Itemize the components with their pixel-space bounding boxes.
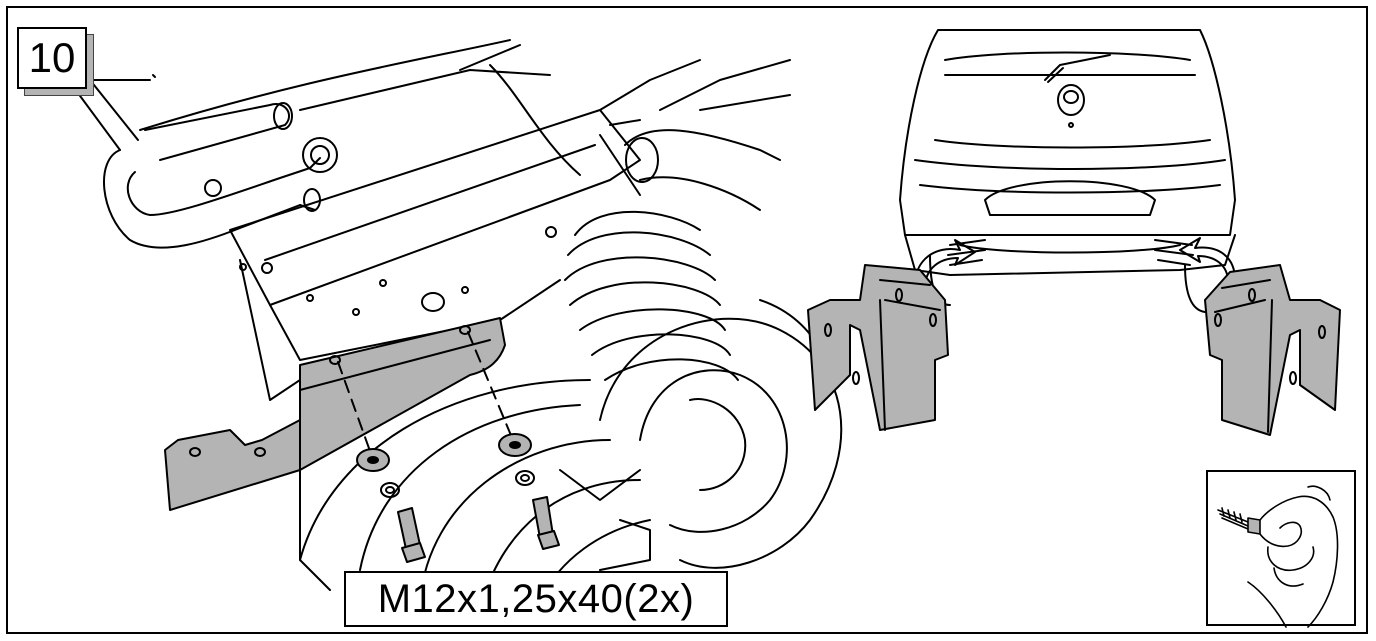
hand-tighten-inset (1206, 470, 1356, 628)
car-rear-body (899, 29, 1236, 236)
instruction-frame (6, 6, 1368, 634)
right-view-left-bracket (807, 264, 949, 431)
arrow-right-icon (1179, 237, 1236, 283)
step-number-badge: 10 (17, 27, 87, 89)
exhaust-pipe (624, 129, 781, 211)
bolt-spec-label: M12x1,25x40(2x) (344, 571, 728, 627)
hand-tighten-icon (1217, 485, 1339, 628)
right-view-right-bracket (1204, 264, 1341, 436)
tow-loop (103, 149, 321, 249)
car-badge (1057, 84, 1085, 116)
left-bracket (164, 317, 506, 511)
arrow-left-icon (914, 239, 976, 289)
crossmember (229, 109, 641, 306)
